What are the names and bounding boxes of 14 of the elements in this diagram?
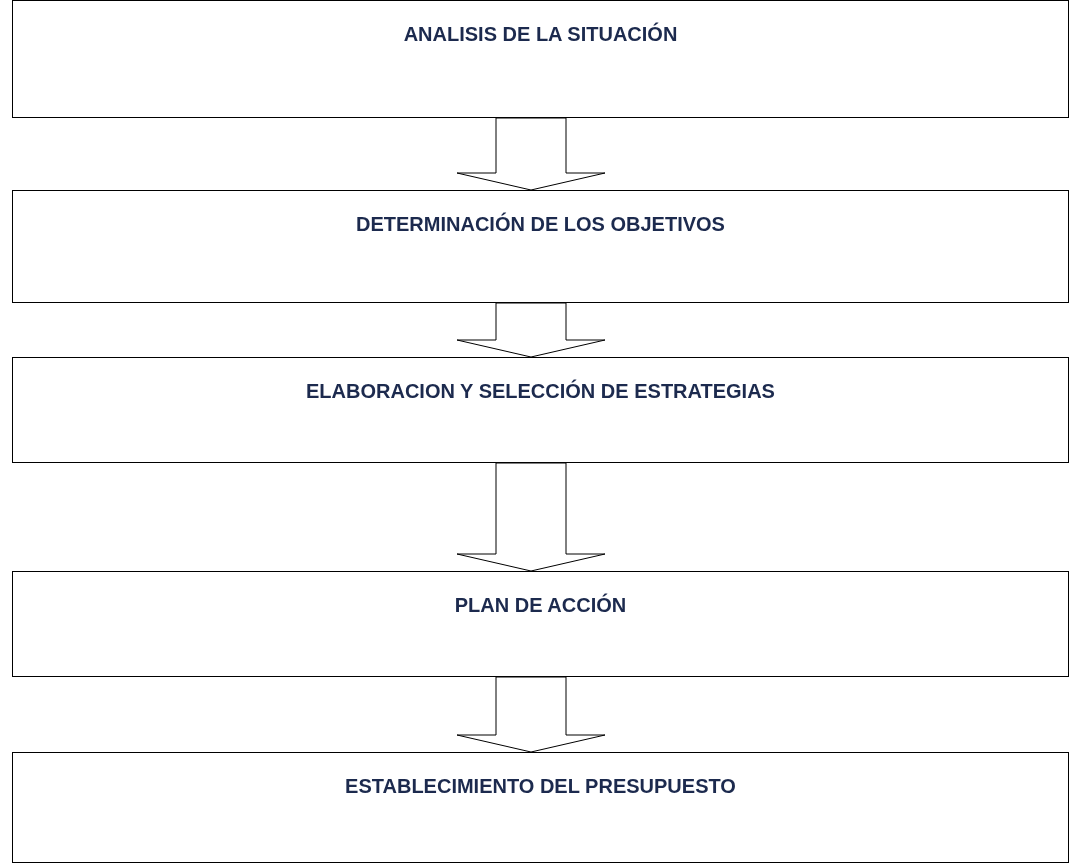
block-arrow [456, 302, 606, 358]
process-box [12, 752, 1069, 863]
step-title: DETERMINACIÓN DE LOS OBJETIVOS [356, 211, 725, 237]
block-arrow [456, 117, 606, 191]
step-title: PLAN DE ACCIÓN [454, 592, 627, 618]
process-box [12, 357, 1069, 463]
block-arrow [456, 462, 606, 572]
step-title: ELABORACION Y SELECCIÓN DE ESTRATEGIAS [306, 378, 775, 404]
step-title: ESTABLECIMIENTO DEL PRESUPUESTO [345, 774, 736, 799]
process-box [12, 190, 1069, 303]
block-arrow [456, 676, 606, 753]
process-box [12, 0, 1069, 118]
step-title: ANALISIS DE LA SITUACIÓN [403, 21, 678, 47]
process-box [12, 571, 1069, 677]
